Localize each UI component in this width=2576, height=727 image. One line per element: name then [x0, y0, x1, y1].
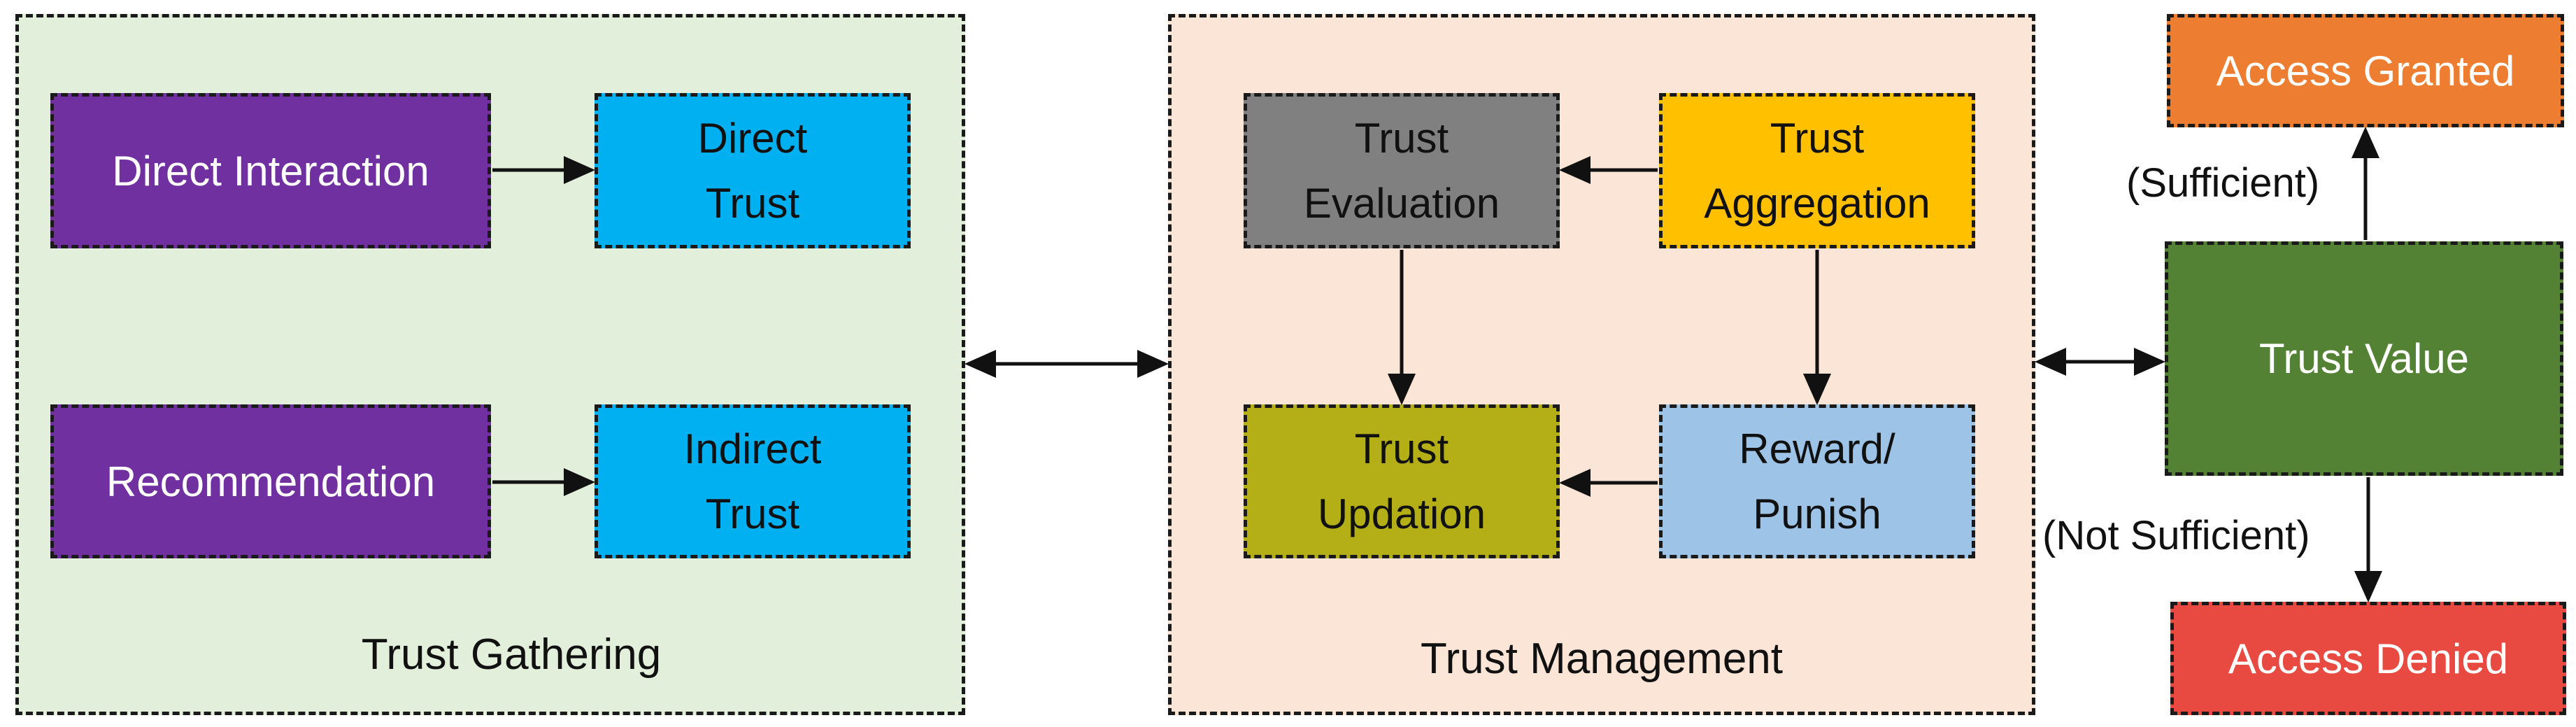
trust-value-box: Trust Value [2165, 241, 2563, 476]
indirect-trust-box: Indirect Trust [595, 404, 911, 558]
not-sufficient-label: (Not Sufficient) [2042, 513, 2310, 558]
trust-evaluation-box: Trust Evaluation [1244, 93, 1560, 248]
trust-management-label: Trust Management [1420, 635, 1784, 683]
access-granted-box: Access Granted [2167, 14, 2564, 127]
reward-punish-box: Reward/ Punish [1659, 404, 1975, 558]
recommendation-box: Recommendation [50, 404, 491, 558]
direct-trust-box: Direct Trust [595, 93, 911, 248]
trust-updation-box: Trust Updation [1244, 404, 1560, 558]
direct-interaction-box: Direct Interaction [50, 93, 491, 248]
access-denied-box: Access Denied [2170, 602, 2566, 715]
sufficient-label: (Sufficient) [2126, 160, 2320, 206]
trust-gathering-label: Trust Gathering [361, 630, 662, 679]
trust-aggregation-box: Trust Aggregation [1659, 93, 1975, 248]
